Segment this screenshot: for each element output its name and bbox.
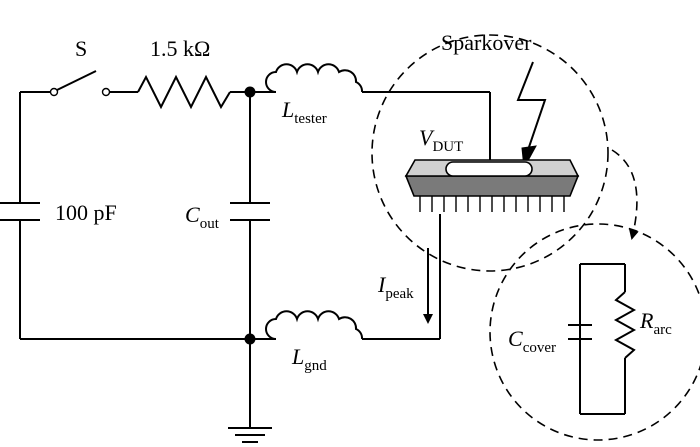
rarc-label: Rarc	[639, 308, 672, 338]
switch-label: S	[75, 36, 87, 61]
cout-label: Cout	[185, 202, 220, 232]
switch-s	[49, 70, 111, 97]
ccover-label-sub: cover	[523, 340, 556, 356]
dut-zoom-circle	[371, 34, 609, 272]
lgnd-label-sub: gnd	[304, 358, 327, 374]
ltester-label: Ltester	[281, 97, 327, 127]
ccover-label: Ccover	[508, 326, 556, 356]
junction-node-bottom	[244, 333, 256, 345]
source-capacitor	[0, 202, 40, 221]
lgnd-label: Lgnd	[291, 344, 327, 374]
ipeak-label-main: I	[377, 272, 387, 297]
ipeak-label-sub: peak	[385, 286, 414, 302]
lightning-bolt-icon	[516, 61, 547, 170]
source-capacitor-label: 100 pF	[55, 200, 117, 225]
ltester-label-main: L	[281, 97, 294, 122]
sparkover-label: Sparkover	[441, 30, 532, 55]
cout-label-main: C	[185, 202, 200, 227]
cout-capacitor	[230, 202, 270, 221]
vdut-label: VDUT	[419, 125, 463, 155]
ltester-label-sub: tester	[294, 111, 326, 127]
ic-chip-icon	[404, 159, 580, 212]
junction-node-top	[244, 86, 256, 98]
ground-symbol-icon	[228, 427, 272, 443]
resistor-r-arc	[613, 291, 637, 359]
inductor-l-gnd	[265, 310, 364, 340]
resistor-label: 1.5 kΩ	[150, 36, 210, 61]
vdut-label-main: V	[419, 125, 435, 150]
inductor-l-tester	[265, 63, 364, 93]
equivalent-circuit-circle	[489, 223, 700, 441]
ipeak-label: Ipeak	[377, 272, 414, 302]
vdut-label-sub: DUT	[432, 139, 463, 155]
cout-label-sub: out	[200, 216, 220, 232]
ccover-label-main: C	[508, 326, 523, 351]
rarc-label-sub: arc	[653, 322, 672, 338]
resistor-1k5	[137, 74, 231, 110]
rarc-label-main: R	[639, 308, 654, 333]
zoom-connector-arrow	[611, 149, 639, 240]
equivalent-circuit	[568, 263, 637, 415]
lgnd-label-main: L	[291, 344, 304, 369]
